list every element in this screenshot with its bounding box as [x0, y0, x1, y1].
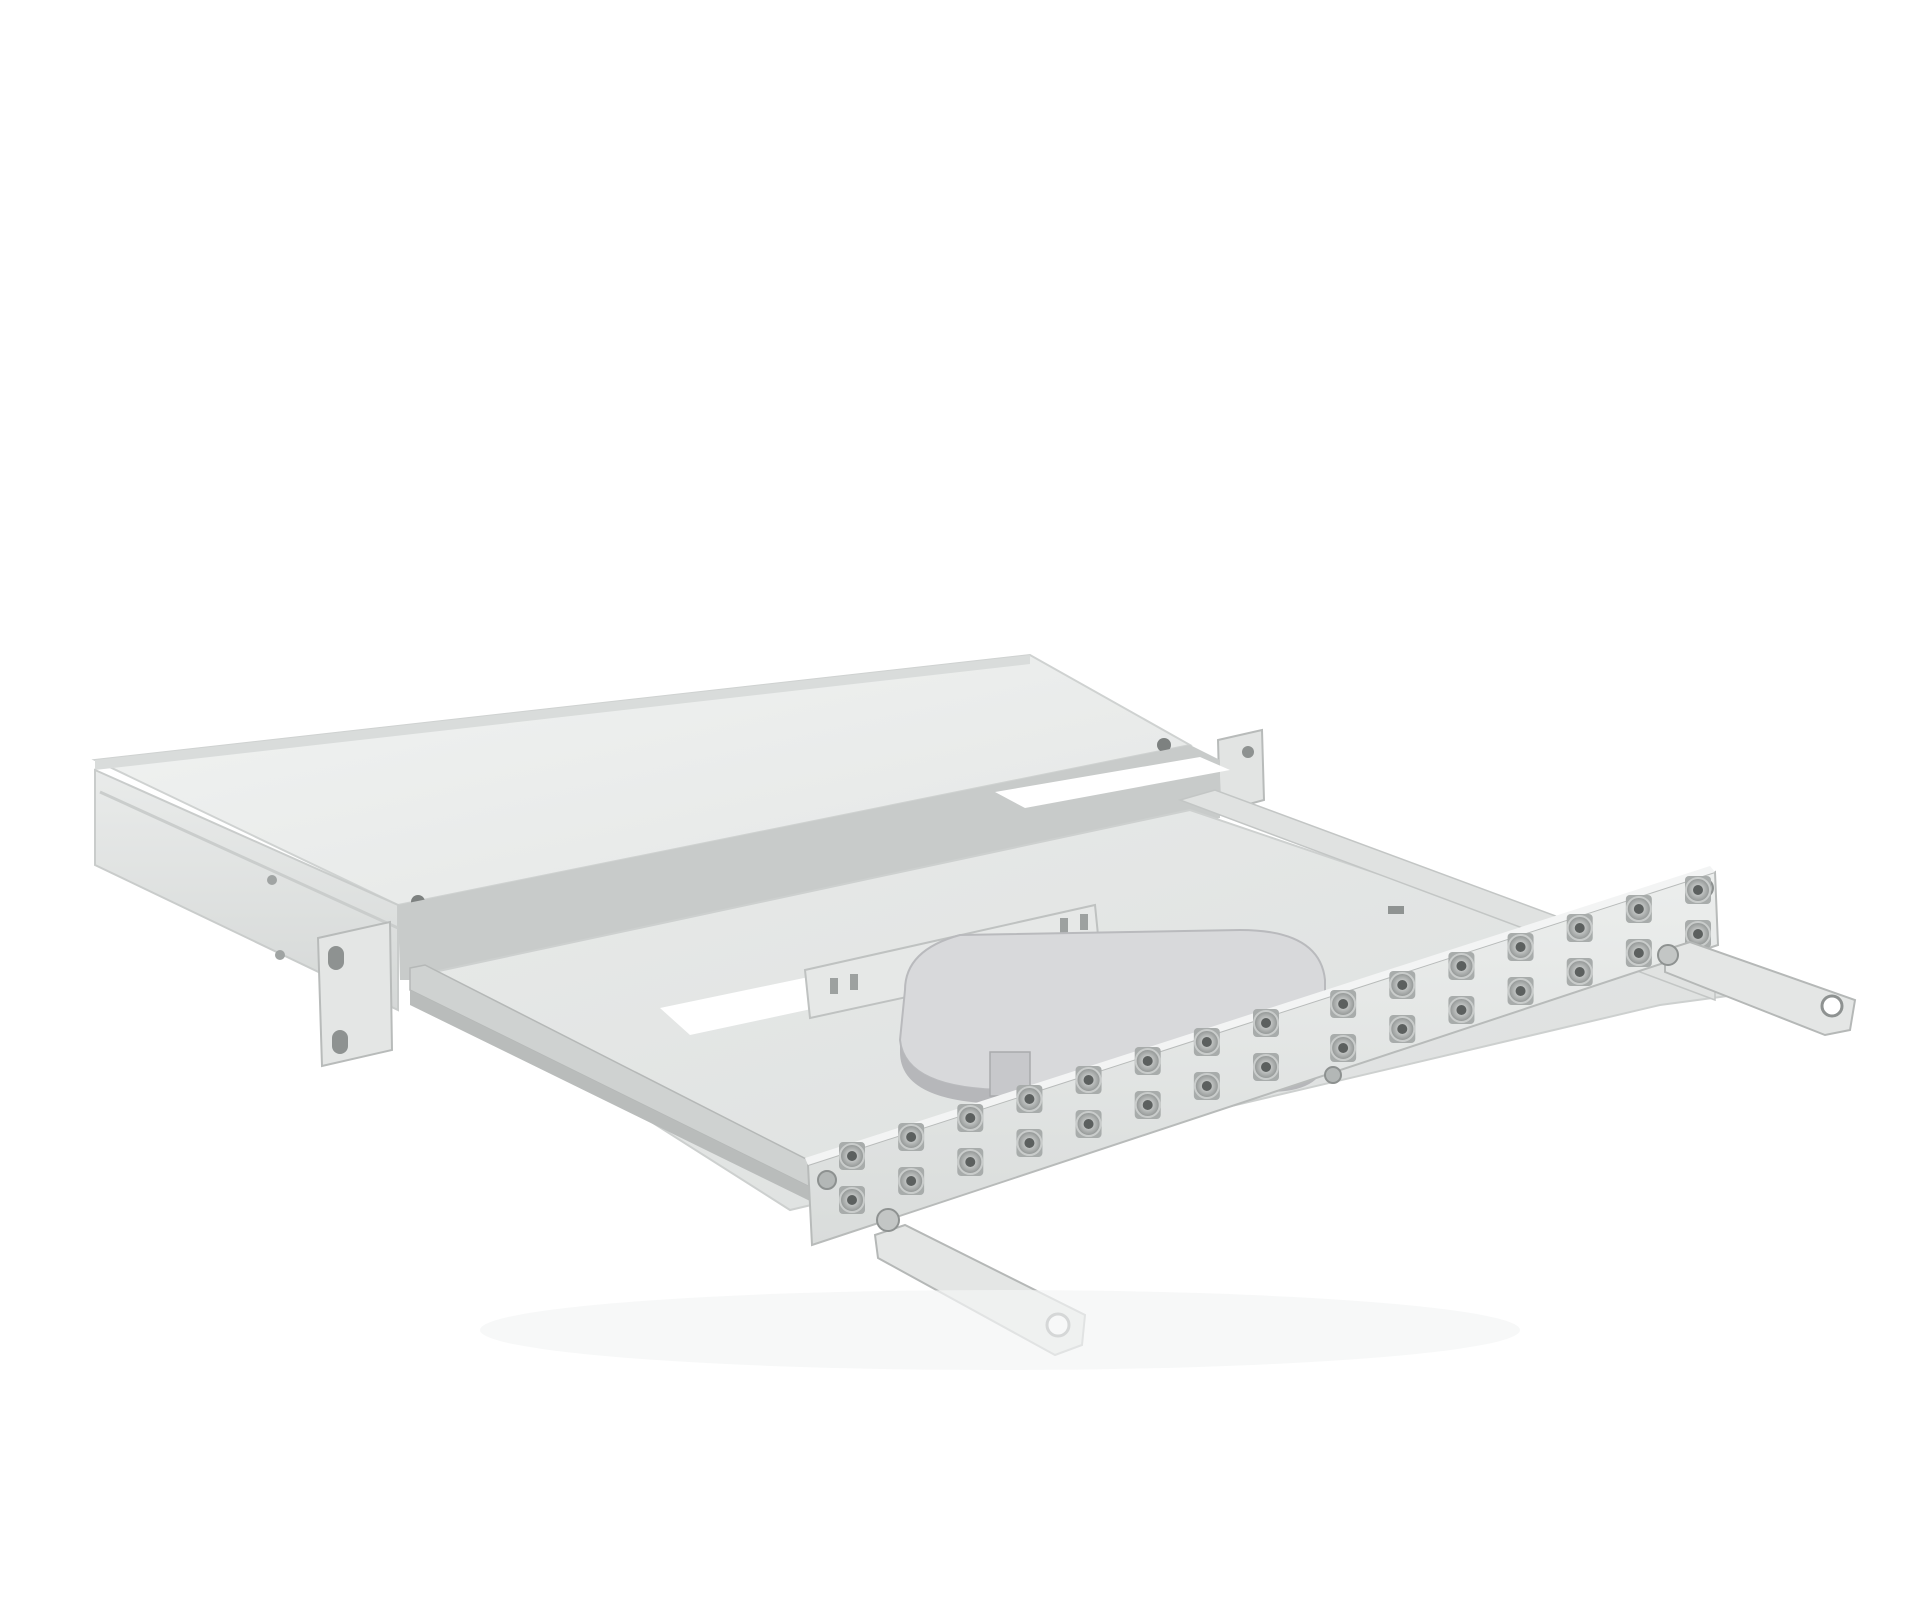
fiber-connector-icon	[1625, 939, 1652, 967]
screw-icon	[1657, 944, 1679, 966]
fiber-connector-icon	[1566, 914, 1593, 942]
drawer-cutout	[995, 757, 1230, 808]
fiber-connector-icon	[1685, 876, 1711, 904]
fiber-connector-icon	[1330, 990, 1357, 1018]
fiber-connector-icon	[1016, 1129, 1043, 1157]
fiber-connector-icon	[1685, 920, 1711, 948]
bracket-hole	[1820, 994, 1844, 1018]
screw-icon	[267, 875, 277, 885]
drawer-left-rail-bottom	[410, 990, 812, 1202]
connector-array	[839, 876, 1711, 1214]
fiber-connector-icon	[1507, 977, 1534, 1005]
fiber-connector-icon	[1075, 1110, 1102, 1138]
screw-icon	[1324, 1066, 1342, 1084]
fiber-connector-icon	[1625, 895, 1652, 923]
fiber-connector-icon	[1253, 1009, 1279, 1037]
fiber-connector-icon	[1389, 1015, 1416, 1043]
rack-ear-hole	[328, 946, 344, 970]
fiber-connector-icon	[898, 1123, 925, 1151]
fiber-connector-icon	[957, 1148, 984, 1176]
floor-shadow	[480, 1290, 1520, 1370]
housing-opening	[398, 745, 1220, 980]
fiber-connector-icon	[1193, 1072, 1220, 1100]
fiber-connector-icon	[1016, 1085, 1043, 1113]
fiber-connector-icon	[1389, 971, 1416, 999]
housing-rear-lip	[95, 655, 1030, 770]
fiber-connector-icon	[1330, 1034, 1357, 1062]
fiber-connector-icon	[1448, 952, 1475, 980]
fiber-connector-icon	[1507, 933, 1534, 961]
fiber-connector-icon	[1134, 1047, 1161, 1075]
fiber-connector-icon	[898, 1167, 925, 1195]
fiber-connector-icon	[839, 1142, 865, 1170]
rack-ear-hole	[332, 1030, 348, 1054]
fiber-connector-icon	[1448, 996, 1475, 1024]
screw-icon	[1157, 738, 1171, 752]
fiber-connector-icon	[1134, 1091, 1161, 1119]
rack-ear-left	[316, 920, 394, 1068]
fiber-connector-icon	[1253, 1053, 1279, 1081]
fiber-connector-icon	[957, 1104, 984, 1132]
fiber-connector-icon	[839, 1186, 865, 1214]
fiber-connector-icon	[1193, 1028, 1220, 1056]
screw-icon	[876, 1208, 900, 1232]
mounting-bracket-right	[1664, 940, 1857, 1037]
fiber-connector-icon	[1566, 958, 1593, 986]
housing	[91, 653, 1266, 1068]
fiber-connector-icon	[1075, 1066, 1102, 1094]
screw-icon	[275, 950, 285, 960]
drawer	[409, 757, 1857, 1357]
screw-icon	[817, 1170, 837, 1190]
